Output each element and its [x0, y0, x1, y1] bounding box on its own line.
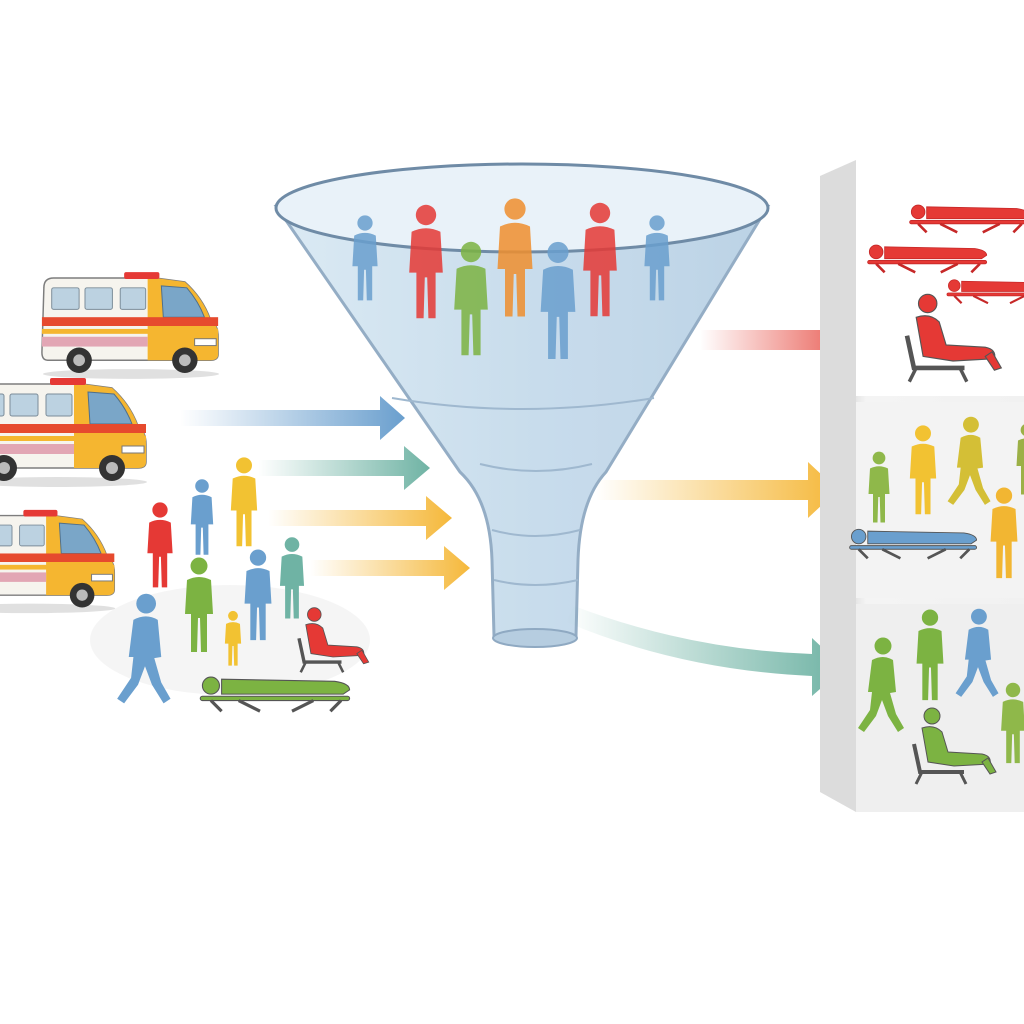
stretcher-icon [198, 675, 352, 713]
triage-outcome-panel [820, 160, 1024, 812]
arrow-right-icon [700, 312, 856, 368]
arrow-right-icon [566, 606, 844, 696]
ambulance-group [0, 272, 220, 614]
arrow-right-icon [258, 446, 430, 490]
arrow-right-icon [180, 396, 405, 440]
arrow-right-icon [268, 496, 452, 540]
funnel-icon [273, 162, 771, 648]
person-icon [230, 457, 258, 547]
incoming-arrows [180, 396, 470, 590]
arrow-right-icon [310, 546, 470, 590]
incoming-patients [90, 457, 371, 713]
ambulance-icon [0, 378, 148, 488]
person-icon [190, 479, 214, 555]
arrow-right-icon [596, 462, 838, 518]
ambulance-icon [41, 272, 220, 380]
ambulance-icon [0, 509, 116, 614]
outgoing-arrows [566, 312, 856, 696]
person-icon [147, 502, 173, 588]
